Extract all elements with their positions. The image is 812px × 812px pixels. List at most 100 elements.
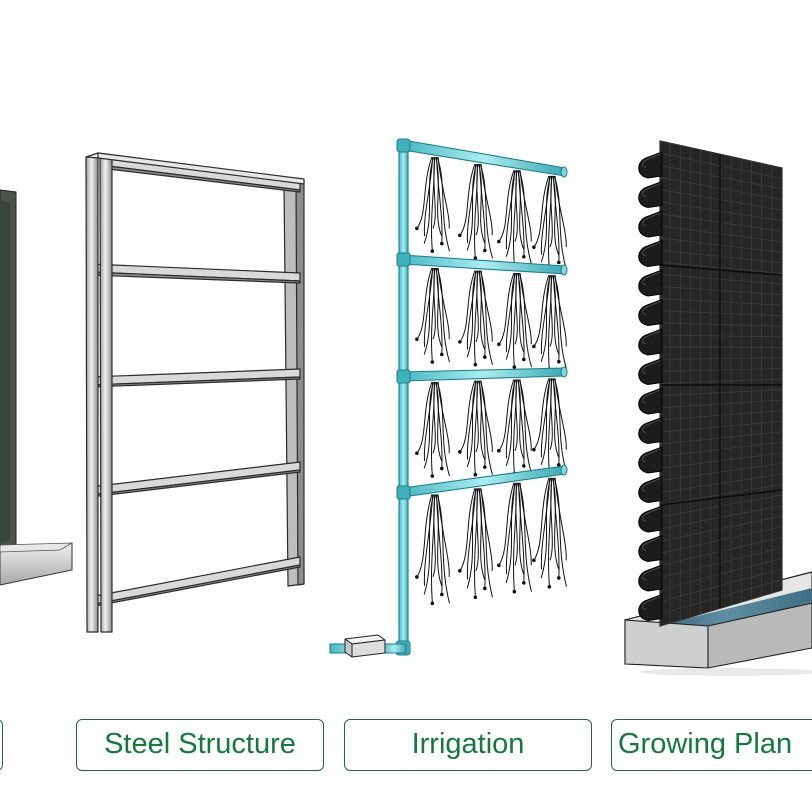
- root-strand: [475, 380, 479, 453]
- root-strand: [553, 378, 567, 473]
- root-tip: [522, 357, 526, 362]
- root-strand: [514, 379, 518, 451]
- panel-grid-line: [659, 547, 783, 578]
- root-tip: [415, 337, 419, 342]
- pump-icon: [344, 634, 386, 658]
- root-strand: [518, 482, 532, 592]
- planter-pocket-highlight: [642, 507, 661, 522]
- panel-grid-line: [659, 431, 783, 445]
- root-strand: [533, 275, 550, 347]
- root-strand: [505, 379, 516, 459]
- panel-grid-line: [659, 310, 783, 317]
- root-strand: [475, 270, 479, 343]
- root-tip: [440, 592, 444, 597]
- root-strand: [423, 267, 434, 355]
- root-tip: [473, 595, 478, 600]
- root-strand: [416, 494, 433, 578]
- root-strand: [480, 380, 493, 452]
- root-strand: [518, 272, 532, 368]
- root-strand: [505, 379, 516, 467]
- root-strand: [436, 156, 450, 252]
- panel-grid-line: [659, 249, 783, 264]
- root-strand: [423, 381, 434, 461]
- root-strand: [518, 482, 525, 583]
- root-strand: [436, 267, 443, 355]
- planter-pocket-highlight: [642, 330, 661, 345]
- root-tip: [557, 576, 561, 580]
- root-strand: [466, 380, 477, 468]
- root-tip: [473, 256, 478, 260]
- root-strand: [479, 164, 486, 251]
- root-strand: [432, 494, 436, 578]
- root-tip: [512, 365, 517, 369]
- root-strand: [436, 381, 450, 477]
- root-tip: [440, 241, 444, 246]
- planter-pocket-highlight: [642, 242, 661, 256]
- planter-pocket: [638, 180, 663, 209]
- root-tip: [557, 260, 561, 265]
- panel-grid-line: [659, 536, 783, 566]
- root-strand: [479, 488, 486, 589]
- root-strand: [519, 170, 532, 242]
- root-strand: [479, 270, 493, 365]
- root-tip: [483, 248, 487, 253]
- root-strand: [423, 381, 434, 469]
- planter-pocket-highlight: [642, 389, 661, 404]
- root-tip: [532, 245, 536, 249]
- root-strand: [514, 170, 518, 242]
- planter-pocket: [638, 416, 663, 445]
- root-tip: [430, 249, 435, 253]
- root-tip: [557, 359, 561, 364]
- root-strand: [423, 156, 434, 244]
- partial-green-wall-module: [0, 189, 73, 586]
- panel-grid-line: [659, 557, 783, 591]
- panel-grid-line: [659, 176, 783, 201]
- root-tip: [547, 584, 552, 589]
- root-tip: [458, 569, 462, 573]
- root-strand: [554, 175, 567, 248]
- root-strand: [466, 164, 477, 243]
- root-tip: [497, 563, 501, 568]
- panel-grid-line: [659, 378, 783, 384]
- planter-pocket-highlight: [642, 153, 661, 168]
- planter-pocket-highlight: [642, 596, 661, 610]
- panel-grid-line: [659, 452, 783, 469]
- steel-shelf: [89, 556, 301, 608]
- root-strand: [466, 270, 477, 358]
- root-strand: [480, 488, 493, 571]
- label-partial-left: [0, 719, 3, 771]
- panel-grid-line: [659, 298, 783, 306]
- root-strand: [518, 273, 525, 360]
- root-tip: [458, 340, 462, 344]
- root-tip: [497, 239, 501, 244]
- panel-grid-line: [659, 494, 783, 518]
- panel-grid-line: [659, 484, 783, 506]
- planter-pocket: [638, 151, 663, 179]
- root-strand: [466, 163, 477, 251]
- root-strand: [479, 488, 493, 598]
- planter-pocket: [638, 475, 663, 504]
- root-strand: [505, 170, 516, 257]
- root-strand: [436, 267, 450, 363]
- root-tip: [497, 342, 501, 347]
- irrigation-system: [329, 138, 568, 658]
- panel-grid-line: [659, 213, 783, 232]
- root-strand: [436, 382, 443, 469]
- root-strand: [479, 380, 486, 468]
- root-tip: [532, 344, 536, 349]
- root-strand: [554, 275, 567, 347]
- root-strand: [540, 477, 551, 570]
- panel-grid-line: [659, 201, 783, 222]
- root-tip: [430, 601, 435, 606]
- panel-grid-line: [659, 286, 783, 296]
- panel-grid-line: [659, 420, 783, 433]
- root-tip: [430, 360, 435, 364]
- root-strand: [459, 163, 476, 236]
- planter-pocket-highlight: [642, 271, 661, 286]
- root-tip: [473, 362, 478, 367]
- root-strand: [505, 273, 516, 352]
- planter-pocket-highlight: [642, 360, 661, 374]
- root-strand: [479, 163, 493, 259]
- panel-grid-line: [659, 261, 783, 274]
